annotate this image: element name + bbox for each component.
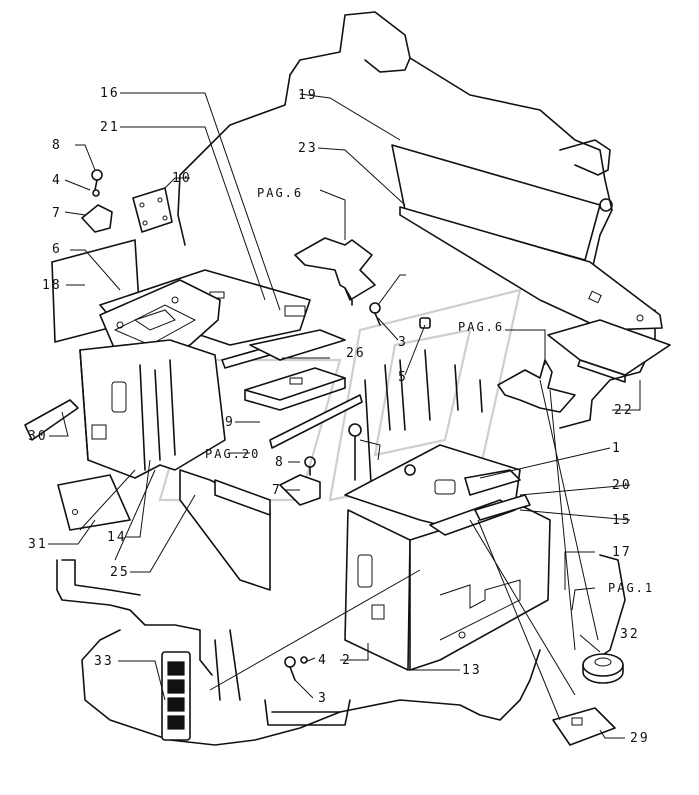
label-23: 23 xyxy=(298,141,318,156)
label-26: 26 xyxy=(346,346,366,361)
parts-15-20-plates xyxy=(429,469,531,536)
right-cabinet xyxy=(344,444,551,671)
label-16: 16 xyxy=(100,86,120,101)
left-cabinet xyxy=(79,339,226,479)
part-29-plate xyxy=(552,707,616,746)
label-5: 5 xyxy=(398,370,408,385)
leader-lines xyxy=(48,92,641,739)
part-32-washer xyxy=(582,653,624,684)
label-20: 20 xyxy=(612,478,632,493)
part-22-panel xyxy=(547,319,671,383)
ref-pag6-lower: PAG.6 xyxy=(458,320,504,334)
label-8a: 8 xyxy=(52,138,62,153)
label-21: 21 xyxy=(100,120,120,135)
ref-pag1: PAG.1 xyxy=(608,581,654,595)
label-2: 2 xyxy=(342,653,352,668)
ref-pag6-upper: PAG.6 xyxy=(257,186,303,200)
label-17: 17 xyxy=(612,545,632,560)
label-7b: 7 xyxy=(272,483,282,498)
pag6-bracket-upper xyxy=(294,237,376,306)
part-25-panel xyxy=(179,469,271,591)
label-1: 1 xyxy=(612,441,622,456)
label-8b: 8 xyxy=(275,455,285,470)
part-26-plates xyxy=(244,329,346,411)
screws xyxy=(91,169,431,681)
pag6-bracket-lower xyxy=(497,359,576,413)
label-7a: 7 xyxy=(52,206,62,221)
tractor-frame-outline xyxy=(56,11,656,746)
label-4a: 4 xyxy=(52,173,62,188)
label-32: 32 xyxy=(620,627,640,642)
label-33: 33 xyxy=(94,654,114,669)
label-9: 9 xyxy=(225,415,235,430)
label-19: 19 xyxy=(298,88,318,103)
part-31-bracket xyxy=(57,474,131,531)
label-25: 25 xyxy=(110,565,130,580)
label-14: 14 xyxy=(107,530,127,545)
label-4b: 4 xyxy=(318,653,328,668)
label-3a: 3 xyxy=(398,335,408,350)
part-10-gasket xyxy=(132,187,173,233)
part-33-switch xyxy=(161,651,191,741)
part-number-labels: 16 21 8 4 7 10 6 18 19 23 PAG.6 PAG.6 26… xyxy=(28,86,654,746)
label-18: 18 xyxy=(42,278,62,293)
ref-pag20: PAG.20 xyxy=(205,447,260,461)
label-10: 10 xyxy=(172,171,192,186)
label-6: 6 xyxy=(52,242,62,257)
part-30-strip xyxy=(24,399,79,441)
label-22: 22 xyxy=(614,403,634,418)
label-15: 15 xyxy=(612,513,632,528)
label-31: 31 xyxy=(28,537,48,552)
label-30: 30 xyxy=(28,429,48,444)
label-3b: 3 xyxy=(318,691,328,706)
part-19-cover-plate xyxy=(391,144,663,331)
label-13: 13 xyxy=(462,663,482,678)
label-29: 29 xyxy=(630,731,650,746)
